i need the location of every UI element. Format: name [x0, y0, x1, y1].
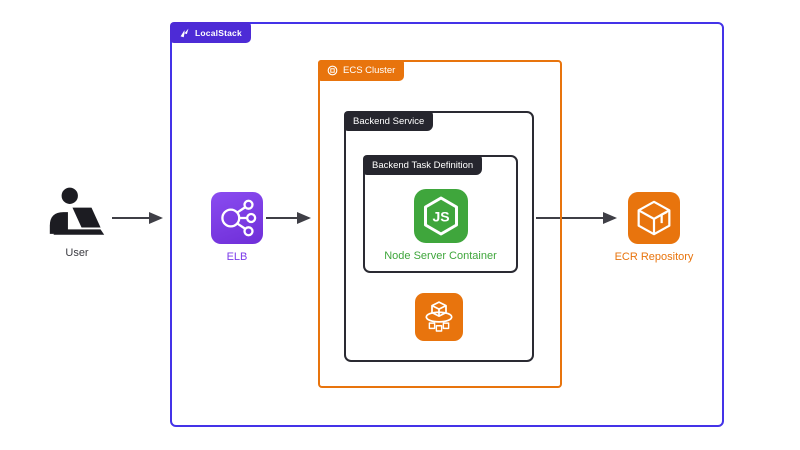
localstack-logo-icon — [180, 28, 189, 38]
elastic-load-balancer-icon — [211, 192, 263, 244]
ecs-service-icon — [415, 293, 463, 341]
user-at-laptop-icon — [49, 187, 105, 235]
backend-service-label: Backend Service — [353, 115, 425, 127]
svg-text:JS: JS — [432, 209, 449, 225]
node-user: User — [37, 186, 117, 259]
ecr-repository-icon — [628, 192, 680, 244]
ecr-label: ECR Repository — [614, 251, 694, 263]
node-ecs-service — [415, 293, 463, 341]
node-server-container: JS Node Server Container — [363, 189, 518, 262]
node-ecr: ECR Repository — [610, 192, 698, 263]
node-elb: ELB — [197, 192, 277, 263]
backend-service-container: Backend Service — [344, 111, 534, 362]
ecs-cluster-container: ECS Cluster — [318, 60, 562, 388]
user-label: User — [65, 247, 89, 259]
task-definition-label: Backend Task Definition — [372, 159, 474, 171]
localstack-tab: LocalStack — [170, 22, 251, 43]
elb-label: ELB — [226, 251, 248, 263]
ecs-cluster-icon — [327, 65, 338, 76]
task-definition-tab: Backend Task Definition — [363, 155, 483, 175]
nodejs-icon: JS — [413, 189, 468, 243]
ecs-cluster-label: ECS Cluster — [343, 65, 396, 76]
localstack-container: LocalStack — [170, 22, 724, 427]
task-definition-container: Backend Task Definition — [363, 155, 518, 273]
backend-service-tab: Backend Service — [344, 111, 434, 131]
node-server-label: Node Server Container — [384, 250, 497, 262]
localstack-label: LocalStack — [195, 27, 242, 38]
ecs-cluster-tab: ECS Cluster — [318, 60, 405, 81]
